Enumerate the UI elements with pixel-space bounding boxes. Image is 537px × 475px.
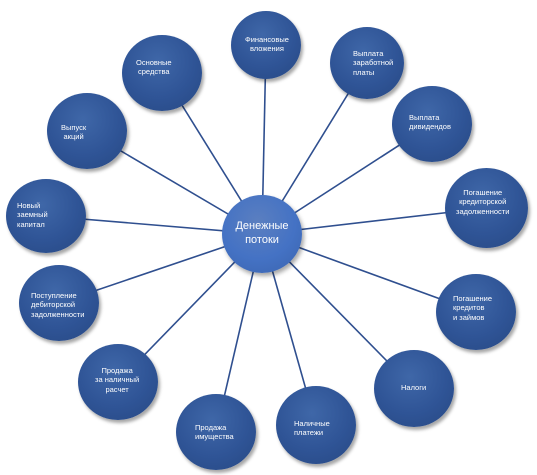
node-label: Выплата заработной платы <box>353 49 394 77</box>
node-finansovye-vlozheniya: Финансовые вложения <box>231 11 301 79</box>
node-label: Продажа имущества <box>195 423 234 442</box>
node-prodazha-imushchestva: Продажа имущества <box>176 394 256 470</box>
node-nalichnye-platezhi: Наличные платежи <box>276 386 356 464</box>
node-osnovnye-sredstva: Основные средства <box>122 35 202 111</box>
node-label: Налоги <box>401 383 427 392</box>
node-label: Погашение кредитов и займов <box>453 294 492 322</box>
center-label: Денежные потоки <box>235 220 289 246</box>
node-vyplata-zarabotnoy-platy: Выплата заработной платы <box>330 27 404 99</box>
node-label: Новый заемный капитал <box>17 201 48 229</box>
node-label: Основные средства <box>136 58 172 77</box>
node-label: Выплата дивидендов <box>409 113 451 132</box>
center-node-denezhnye-potoki: Денежные потоки <box>222 195 302 273</box>
node-prodazha-za-nalichnyy: Продажа за наличный расчет <box>78 344 158 420</box>
node-label: Выпуск акций <box>61 123 87 142</box>
node-pogashenie-kreditov: Погашение кредитов и займов <box>436 274 516 350</box>
node-label: Наличные платежи <box>294 419 330 438</box>
node-label: Поступление дебиторской задолженности <box>31 291 85 319</box>
node-label: Продажа за наличный расчет <box>95 366 140 394</box>
node-vyplata-dividendov: Выплата дивидендов <box>392 86 472 162</box>
node-novyy-zaemnyy-kapital: Новый заемный капитал <box>6 179 86 253</box>
node-label: Финансовые вложения <box>245 35 289 54</box>
node-nalogi: Налоги <box>374 350 454 427</box>
node-label: Погашение кредиторской задолженности <box>456 188 510 216</box>
node-postuplenie-debitorskoy: Поступление дебиторской задолженности <box>19 265 99 341</box>
node-vypusk-aktsiy: Выпуск акций <box>47 93 127 169</box>
node-pogashenie-kreditorskoy: Погашение кредиторской задолженности <box>445 168 528 248</box>
